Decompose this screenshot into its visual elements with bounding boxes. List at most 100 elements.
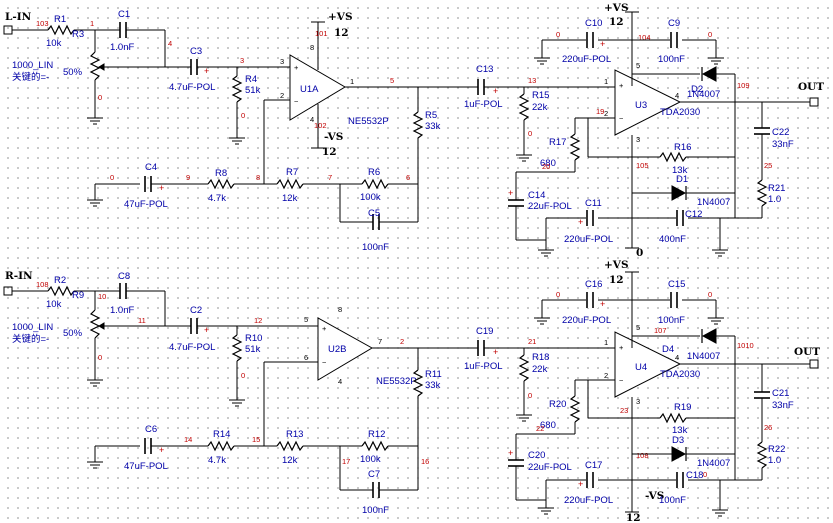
opamp-u1a[interactable] bbox=[289, 54, 346, 121]
diode-d3[interactable] bbox=[671, 446, 687, 462]
c9-ref: C9 bbox=[668, 18, 680, 29]
net-label: 0 bbox=[528, 129, 532, 138]
out-bottom-port[interactable] bbox=[809, 359, 819, 369]
opamp-u2b[interactable] bbox=[317, 317, 374, 381]
resistor-r20[interactable] bbox=[569, 395, 581, 423]
resistor-r14[interactable] bbox=[207, 440, 235, 452]
net-label: 14 bbox=[184, 435, 192, 444]
d3-ref: D3 bbox=[672, 435, 684, 446]
out-top-port[interactable] bbox=[809, 97, 819, 107]
ground-symbol bbox=[708, 317, 724, 325]
resistor-r17[interactable] bbox=[569, 133, 581, 161]
net-label: 10 bbox=[98, 292, 106, 301]
l-in-port[interactable] bbox=[3, 25, 13, 35]
resistor-r18[interactable] bbox=[518, 354, 530, 382]
pin-label: 3 bbox=[636, 397, 640, 406]
net-label: 1 bbox=[90, 19, 94, 28]
resistor-r6[interactable] bbox=[361, 178, 389, 190]
c20-ref: C20 bbox=[528, 450, 545, 461]
resistor-r13[interactable] bbox=[276, 440, 304, 452]
resistor-r2[interactable] bbox=[47, 285, 75, 297]
r13-ref: R13 bbox=[286, 429, 303, 440]
r-in-label: R-IN bbox=[5, 270, 33, 282]
net-label: 103 bbox=[36, 19, 49, 28]
pin-label: 2 bbox=[280, 91, 284, 100]
net-label: 109 bbox=[737, 81, 750, 90]
resistor-r21[interactable] bbox=[756, 179, 768, 207]
svg-text:+: + bbox=[508, 448, 513, 458]
c5-value: 100nF bbox=[362, 242, 389, 253]
diode-d2[interactable] bbox=[701, 66, 717, 82]
r-in-port[interactable] bbox=[3, 286, 13, 296]
resistor-r15[interactable] bbox=[518, 93, 530, 121]
resistor-r10[interactable] bbox=[231, 334, 243, 362]
svg-text:+: + bbox=[600, 39, 605, 49]
c17-ref: C17 bbox=[585, 460, 602, 471]
c18-ref: C18 bbox=[686, 470, 703, 481]
resistor-r8[interactable] bbox=[207, 178, 235, 190]
c19-value: 1uF-POL bbox=[464, 361, 503, 372]
vs-neg-amp2-label: -VS bbox=[645, 490, 664, 502]
r6-value: 100k bbox=[360, 192, 381, 203]
resistor-r5[interactable] bbox=[412, 111, 424, 139]
ground-symbol bbox=[712, 249, 728, 257]
svg-text:+: + bbox=[493, 347, 498, 357]
d2-ref: D2 bbox=[691, 84, 703, 95]
c7-value: 100nF bbox=[362, 505, 389, 516]
c8-ref: C8 bbox=[118, 271, 130, 282]
r1-ref: R1 bbox=[54, 14, 66, 25]
c15-value: 100nF bbox=[658, 315, 685, 326]
r3-value: 1000_LIN bbox=[12, 60, 53, 71]
u3-ref: U3 bbox=[635, 100, 647, 111]
net-label: 0 bbox=[703, 470, 707, 479]
d2-part: 1N4007 bbox=[687, 89, 720, 100]
vs-pos-label: +VS bbox=[328, 11, 353, 23]
ground-symbol bbox=[538, 249, 554, 257]
ground-symbol bbox=[87, 199, 103, 207]
net-label: 23 bbox=[620, 406, 628, 415]
r18-value: 22k bbox=[532, 364, 548, 375]
resistor-r4[interactable] bbox=[231, 75, 243, 103]
net-label: 3 bbox=[240, 56, 244, 65]
net-label: 107 bbox=[654, 326, 667, 335]
r17-value: 680 bbox=[540, 158, 556, 169]
potentiometer-r3[interactable] bbox=[89, 51, 101, 81]
diode-d4[interactable] bbox=[701, 328, 717, 344]
r21-ref: R21 bbox=[768, 183, 785, 194]
ground-symbol bbox=[708, 57, 724, 65]
vs-pos-amp2-value: 12 bbox=[609, 274, 624, 286]
r9-value: 1000_LIN bbox=[12, 322, 53, 333]
net-label: 11 bbox=[138, 316, 146, 325]
net-label: 102 bbox=[314, 121, 327, 130]
pin-label: 1 bbox=[604, 77, 608, 86]
resistor-r11[interactable] bbox=[412, 369, 424, 397]
net-label: 1010 bbox=[737, 341, 754, 350]
resistor-r12[interactable] bbox=[361, 440, 389, 452]
d4-ref: D4 bbox=[662, 344, 674, 355]
r18-ref: R18 bbox=[532, 352, 549, 363]
resistor-r19[interactable] bbox=[659, 412, 687, 424]
c10-ref: C10 bbox=[585, 18, 602, 29]
d1-ref: D1 bbox=[676, 174, 688, 185]
resistor-r16[interactable] bbox=[659, 151, 687, 163]
ground-symbol bbox=[538, 507, 554, 515]
r7-ref: R7 bbox=[286, 167, 298, 178]
diode-d1[interactable] bbox=[671, 185, 687, 201]
r5-ref: R5 bbox=[425, 110, 437, 121]
resistor-r7[interactable] bbox=[276, 178, 304, 190]
amplifier-u4[interactable] bbox=[614, 331, 682, 398]
c22-value: 33nF bbox=[772, 139, 794, 150]
svg-text:+: + bbox=[619, 343, 624, 352]
amplifier-u3[interactable] bbox=[614, 69, 682, 136]
r9-pct: 50% bbox=[63, 328, 83, 339]
potentiometer-r9[interactable] bbox=[89, 309, 101, 339]
net-label: 104 bbox=[638, 33, 651, 42]
u2b-part: NE5532P bbox=[376, 376, 417, 387]
svg-text:−: − bbox=[619, 376, 624, 385]
pin-label: 5 bbox=[636, 61, 640, 70]
resistor-r22[interactable] bbox=[756, 441, 768, 469]
c5-ref: C5 bbox=[368, 208, 380, 219]
svg-text:+: + bbox=[294, 63, 299, 72]
resistor-r1[interactable] bbox=[47, 24, 75, 36]
net-label: 13 bbox=[528, 76, 536, 85]
